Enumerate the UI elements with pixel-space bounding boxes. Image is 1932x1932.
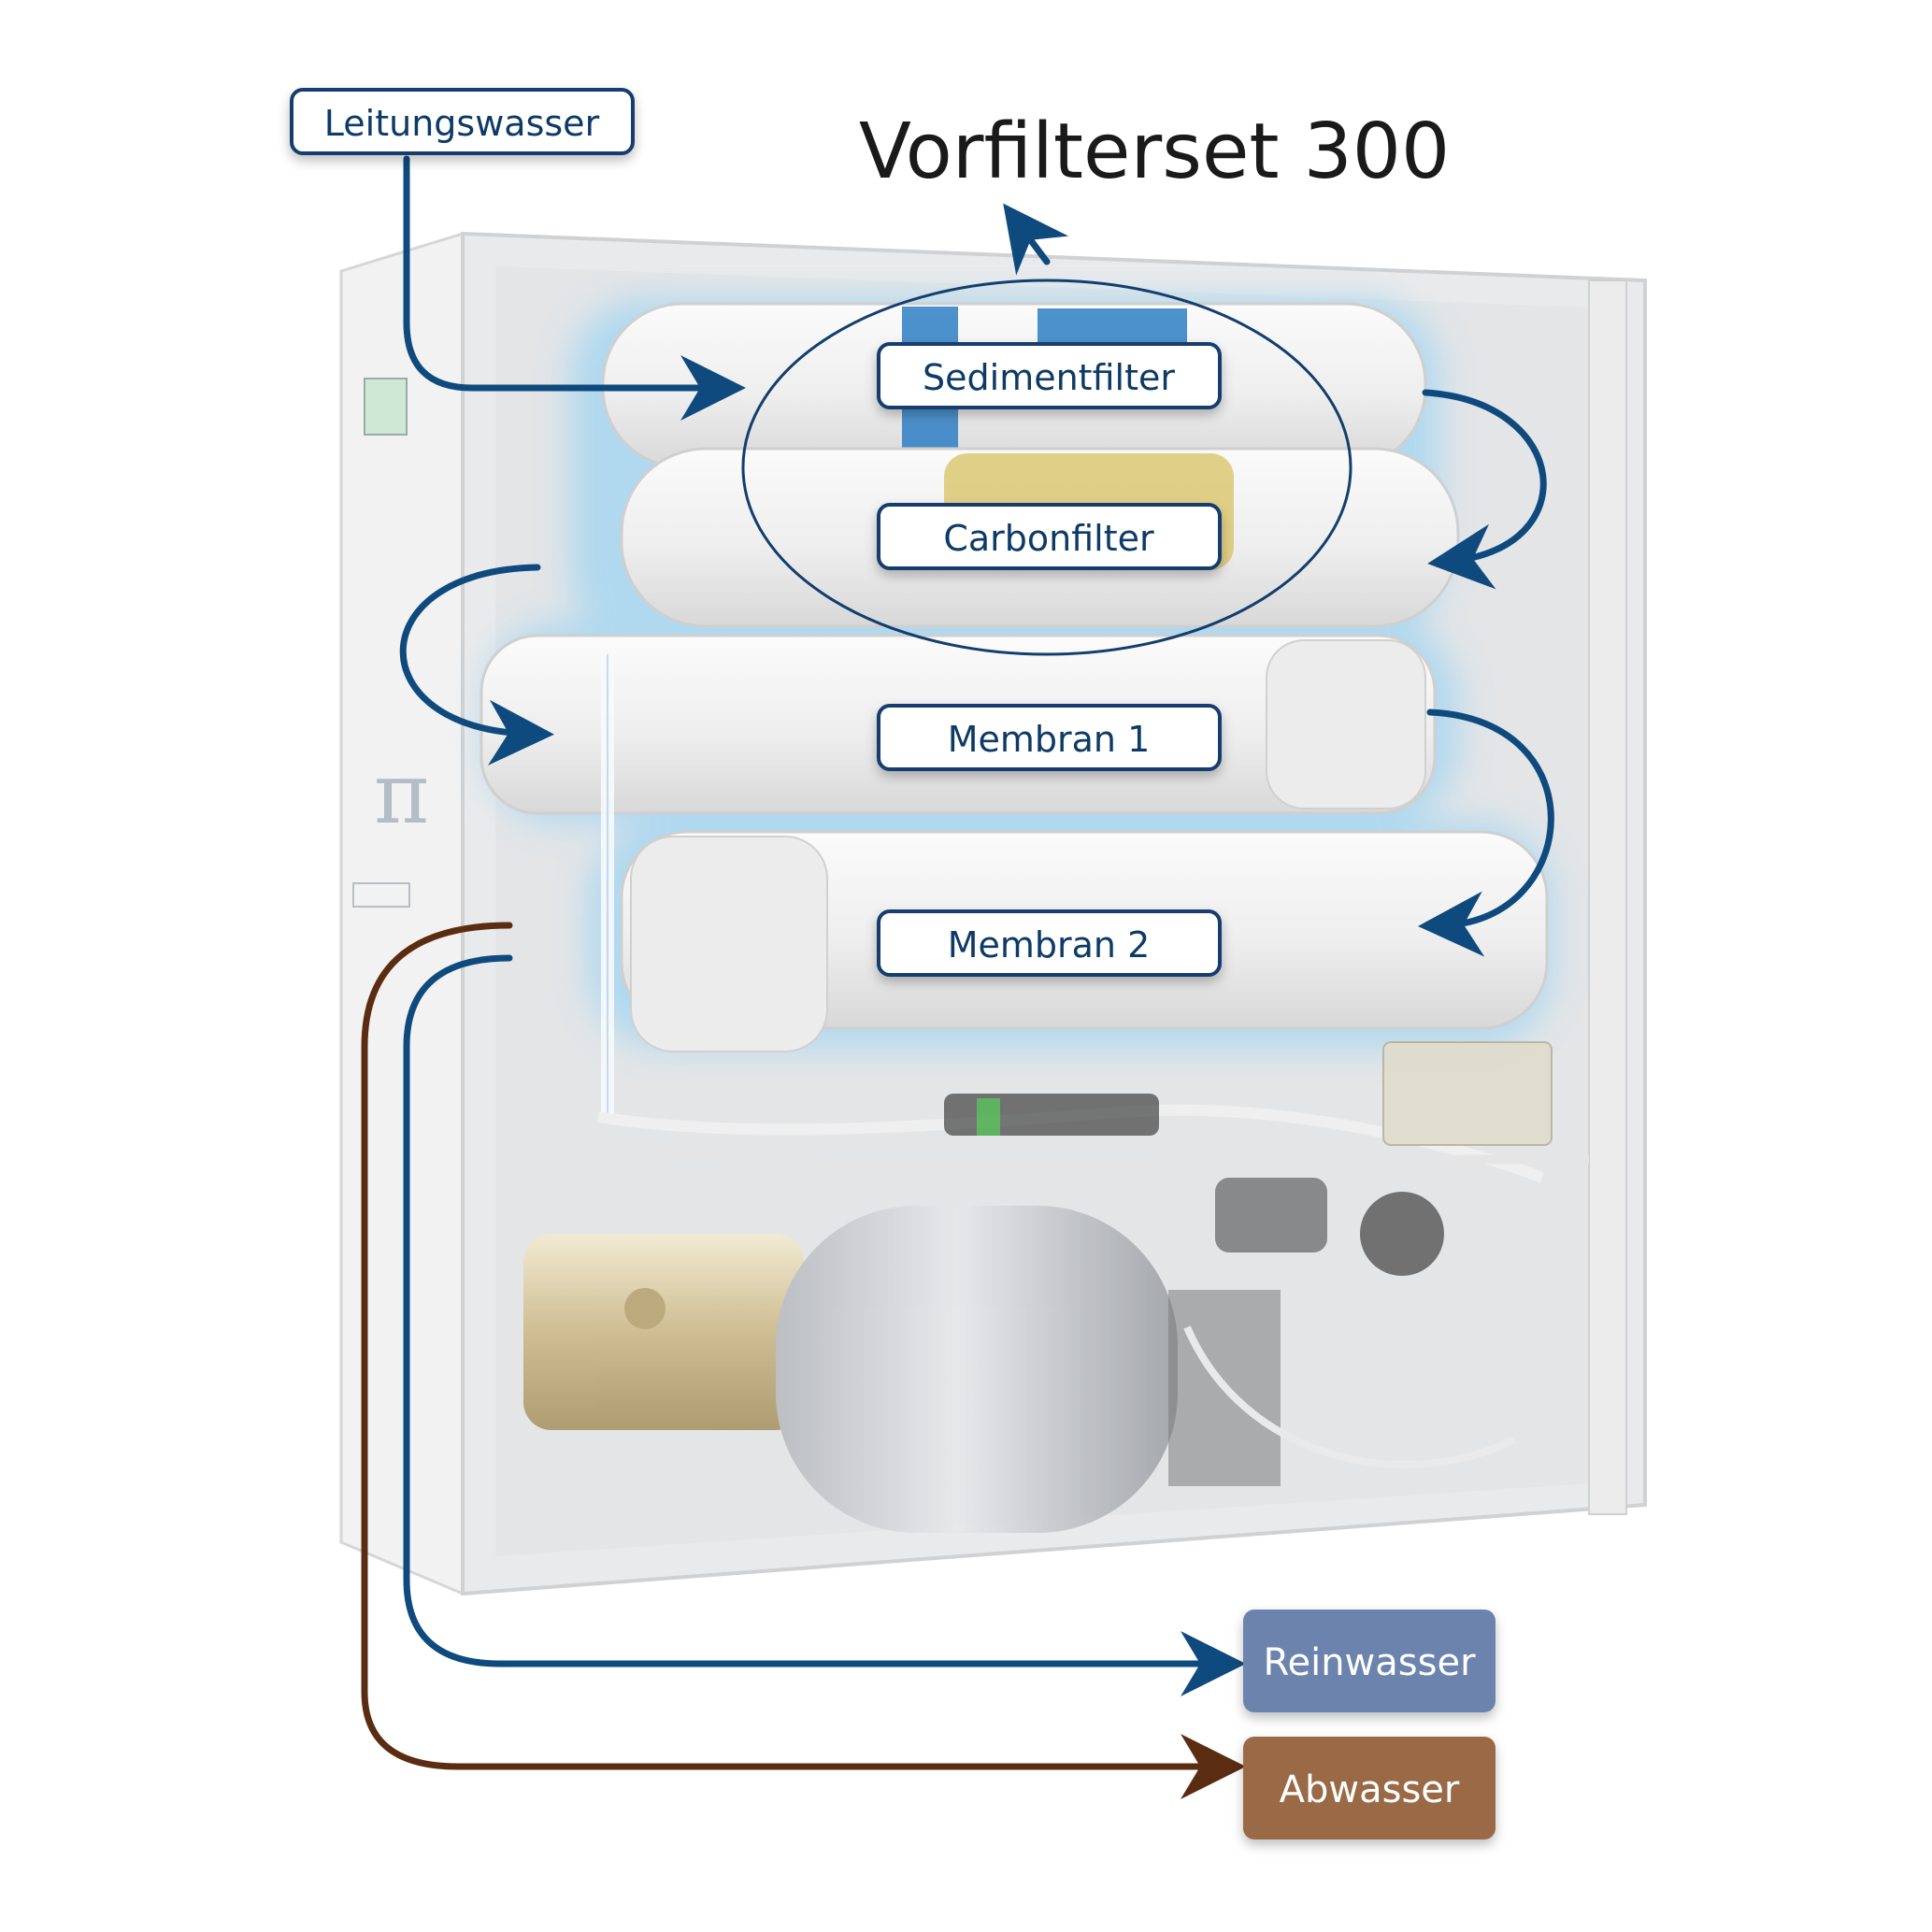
pressure-tank (776, 1206, 1178, 1533)
waste-water-box (1243, 1737, 1496, 1839)
fitting-block (944, 1094, 1159, 1136)
prefilter-group-ellipse (741, 279, 1352, 656)
membrane-1-label: Membran 1 (948, 719, 1151, 760)
pi-logo: π (374, 745, 429, 843)
membrane1-label-box (877, 704, 1222, 771)
membrane-2-label: Membran 2 (948, 924, 1151, 966)
flow-arrows (399, 155, 1554, 1696)
waste-water-arrow (361, 922, 1246, 1799)
waste-water-label: Abwasser (1280, 1768, 1460, 1811)
clean-water-box (1243, 1610, 1496, 1712)
sediment-filter-label: Sedimentfilter (923, 357, 1175, 398)
sediment-label-box (877, 342, 1222, 409)
membrane1-to-membrane2-arrow (1418, 708, 1554, 957)
input-label-box (290, 88, 635, 155)
carbon-to-membrane1-arrow (399, 564, 554, 766)
carbon-filter-label: Carbonfilter (943, 518, 1154, 559)
clean-water-label: Reinwasser (1263, 1641, 1476, 1684)
carbon-label-box (877, 503, 1222, 570)
input-label: Leitungswasser (324, 103, 600, 144)
display-window (364, 378, 408, 436)
membrane2-label-box (877, 909, 1222, 977)
lower-components (523, 654, 1590, 1533)
inlet-arrow (403, 155, 746, 421)
clean-water-arrow (403, 954, 1246, 1696)
diagram-title: Vorfilterset 300 (859, 107, 1450, 196)
pump-valve (523, 1234, 804, 1430)
brand-plate (352, 882, 410, 908)
prefilter-pointer-arrow (1003, 203, 1069, 276)
sediment-to-carbon-arrow (1422, 389, 1547, 590)
